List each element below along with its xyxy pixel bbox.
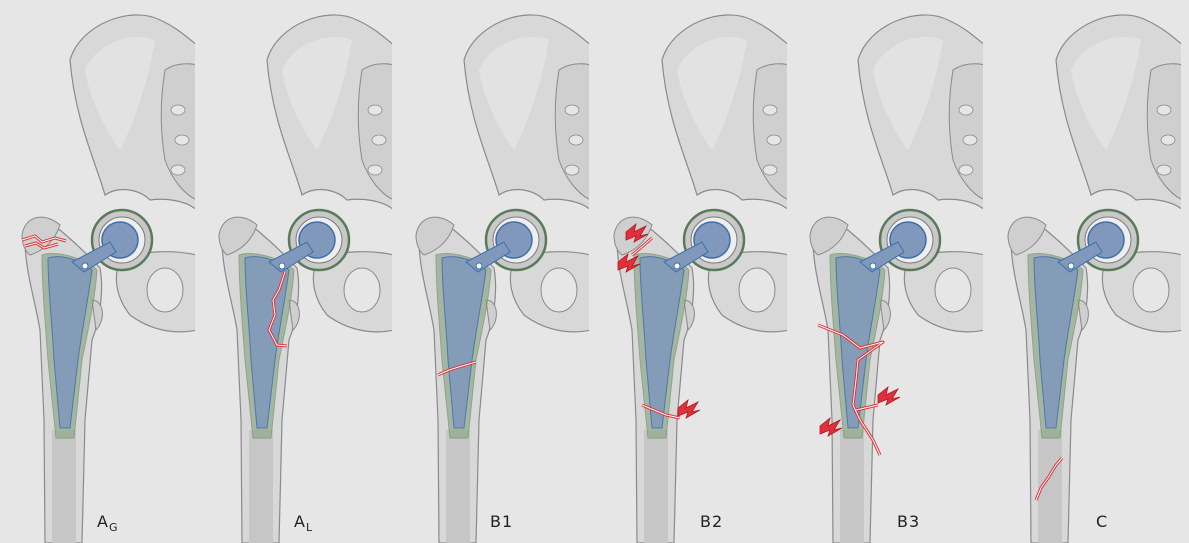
sacral-foramen [763,165,777,175]
sacral-foramen [368,165,382,175]
panel-2 [219,15,394,543]
sacral-foramen [565,105,579,115]
sacral-foramen [1157,165,1171,175]
medullary-canal [644,430,668,543]
panel-3 [416,15,591,543]
panel-label-b1: B1 [490,512,513,534]
sacral-foramen [963,135,977,145]
panel-4 [614,15,789,543]
stem-hole [82,263,88,269]
panel-content [416,15,591,543]
obturator-foramen [541,268,577,312]
sacral-foramen [767,135,781,145]
panel-label-al: AL [294,512,313,534]
panel-5 [810,15,985,543]
stem-hole [674,263,680,269]
obturator-foramen [1133,268,1169,312]
panel-1 [22,15,197,543]
panel-content [810,15,985,543]
sacral-foramen [1161,135,1175,145]
panel-content [22,15,197,543]
obturator-foramen [935,268,971,312]
sacral-foramen [372,135,386,145]
sacral-foramen [565,165,579,175]
panel-6 [1008,15,1183,543]
sacral-foramen [175,135,189,145]
panel-content [1008,15,1183,543]
sacral-foramen [1157,105,1171,115]
panel-label-ag: AG [97,512,118,534]
panel-content [614,15,789,543]
fracture-bolt-b3-1 [878,387,900,405]
medullary-canal [249,430,273,543]
sacral-foramen [959,165,973,175]
stem-hole [1068,263,1074,269]
sacral-foramen [959,105,973,115]
medullary-canal [52,430,76,543]
sacral-foramen [171,105,185,115]
panel-content [219,15,394,543]
obturator-foramen [147,268,183,312]
medullary-canal [446,430,470,543]
medullary-canal [840,430,864,543]
panel-label-b3: B3 [897,512,920,534]
obturator-foramen [344,268,380,312]
sacral-foramen [569,135,583,145]
stem-hole [279,263,285,269]
fracture-bolt-b2-3 [678,400,700,418]
stem-hole [870,263,876,269]
stem-hole [476,263,482,269]
panel-label-b2: B2 [700,512,723,534]
sacral-foramen [368,105,382,115]
sacral-foramen [171,165,185,175]
obturator-foramen [739,268,775,312]
sacral-foramen [763,105,777,115]
panel-label-c: C [1096,512,1108,534]
